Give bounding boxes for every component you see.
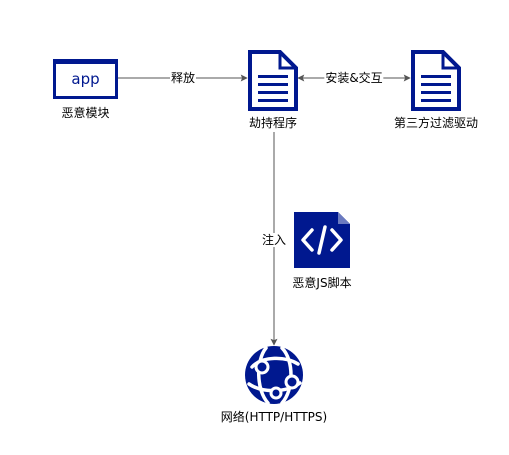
globe-network-icon — [245, 346, 303, 405]
edge-label-inject: 注入 — [260, 233, 288, 247]
node-label-filter-driver: 第三方过滤驱动 — [393, 116, 479, 130]
document-icon — [411, 50, 461, 111]
code-file-icon — [294, 212, 350, 268]
edge-label-release: 释放 — [169, 71, 197, 85]
document-icon — [248, 50, 298, 111]
node-label-hijacker: 劫持程序 — [248, 116, 298, 130]
node-label-network: 网络(HTTP/HTTPS) — [220, 410, 328, 424]
node-label-malicious-js: 恶意JS脚本 — [292, 276, 352, 290]
node-label-malicious-module: 恶意模块 — [61, 106, 110, 120]
app-badge-text: app — [71, 70, 99, 88]
edge-label-install-interact: 安装&交互 — [324, 71, 384, 85]
app-window-icon: app — [53, 59, 118, 99]
